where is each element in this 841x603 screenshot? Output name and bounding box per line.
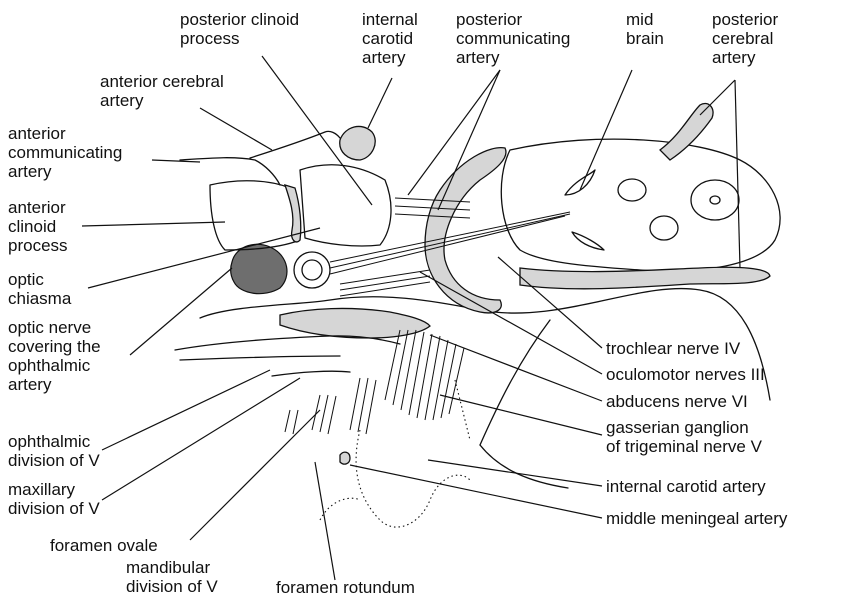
label-line: artery — [456, 48, 570, 67]
label-line: anterior cerebral — [100, 72, 224, 91]
label-ophthalmic-division: ophthalmic division of V — [8, 432, 100, 470]
internal-carotid-top — [340, 126, 375, 160]
label-line: communicating — [456, 29, 570, 48]
leader-mid-brain — [580, 70, 632, 190]
leader-abducens — [430, 335, 602, 401]
mid-brain-inner-1 — [565, 170, 595, 195]
label-maxillary-division: maxillary division of V — [8, 480, 100, 518]
label-internal-carotid-artery-right: internal carotid artery — [606, 477, 766, 496]
label-foramen-rotundum: foramen rotundum — [276, 578, 415, 597]
maxillary-nerve — [180, 356, 340, 360]
leader-optic-nerve — [130, 268, 232, 355]
fossa-floor — [480, 445, 568, 488]
label-line: anterior — [8, 198, 68, 217]
ophthalmic-nerve — [175, 336, 400, 350]
leader-internal-carotid-top — [368, 78, 392, 128]
label-mandibular-division: mandibular division of V — [126, 558, 218, 596]
nerve-bundle-lower — [340, 270, 430, 296]
leader-foramen-ovale — [190, 410, 320, 540]
label-posterior-communicating-artery: posterior communicating artery — [456, 10, 570, 67]
posterior-communicating-curve — [425, 148, 506, 313]
label-line: artery — [100, 91, 224, 110]
label-line: mid — [626, 10, 664, 29]
label-line: division of V — [8, 499, 100, 518]
label-anterior-communicating-artery: anterior communicating artery — [8, 124, 122, 181]
label-trochlear-nerve: trochlear nerve IV — [606, 339, 740, 358]
carotid-loop-outer — [294, 252, 330, 288]
label-abducens-nerve: abducens nerve VI — [606, 392, 748, 411]
label-line: process — [180, 29, 299, 48]
leader-maxillary — [102, 378, 300, 500]
dotted-outline-3 — [455, 380, 470, 440]
label-line: optic — [8, 270, 71, 289]
label-optic-nerve: optic nerve covering the ophthalmic arte… — [8, 318, 101, 394]
label-optic-chiasma: optic chiasma — [8, 270, 71, 308]
label-line: mandibular — [126, 558, 218, 577]
label-line: artery — [712, 48, 778, 67]
label-anterior-clinoid-process: anterior clinoid process — [8, 198, 68, 255]
mid-brain-inner-3 — [691, 180, 739, 220]
label-line: cerebral — [712, 29, 778, 48]
dotted-outline-2 — [320, 498, 360, 520]
label-line: division of V — [126, 577, 218, 596]
label-posterior-cerebral-artery: posterior cerebral artery — [712, 10, 778, 67]
label-oculomotor-nerves: oculomotor nerves III — [606, 365, 765, 384]
leader-internal-carotid-right — [428, 460, 602, 486]
label-gasserian-ganglion: gasserian ganglion of trigeminal nerve V — [606, 418, 762, 456]
label-internal-carotid-artery-top: internal carotid artery — [362, 10, 418, 67]
leader-anterior-clinoid — [82, 222, 225, 226]
label-line: chiasma — [8, 289, 71, 308]
label-line: posterior — [712, 10, 778, 29]
label-middle-meningeal-artery: middle meningeal artery — [606, 509, 787, 528]
label-line: communicating — [8, 143, 122, 162]
leader-middle-meningeal — [350, 465, 602, 518]
mandibular-nerve — [272, 371, 350, 376]
label-line: process — [8, 236, 68, 255]
label-line: maxillary — [8, 480, 100, 499]
leader-foramen-rotundum — [315, 462, 335, 580]
carotid-loop-inner — [302, 260, 322, 280]
posterior-clinoid-shape — [300, 165, 391, 246]
mid-brain-inner-6 — [572, 232, 604, 250]
label-line: internal — [362, 10, 418, 29]
label-line: artery — [8, 162, 122, 181]
label-anterior-cerebral-artery: anterior cerebral artery — [100, 72, 224, 110]
label-line: posterior — [456, 10, 570, 29]
mid-brain-inner-2 — [618, 179, 646, 201]
leader-anterior-communicating — [152, 160, 200, 162]
leader-posterior-cerebral-b — [735, 80, 740, 268]
label-line: optic nerve — [8, 318, 101, 337]
label-line: artery — [362, 48, 418, 67]
leader-anterior-cerebral — [200, 108, 272, 150]
leader-posterior-cerebral-a — [700, 80, 735, 115]
foramen-rotundum-vessel — [340, 452, 350, 464]
label-line: anterior — [8, 124, 122, 143]
label-line: clinoid — [8, 217, 68, 236]
label-posterior-clinoid-process: posterior clinoid process — [180, 10, 299, 48]
mid-brain-inner-5 — [650, 216, 678, 240]
label-line: gasserian ganglion — [606, 418, 762, 437]
posterior-cerebral-artery-shape — [660, 103, 713, 160]
label-line: ophthalmic — [8, 356, 101, 375]
nerve-bundle-upper — [330, 198, 570, 274]
label-line: of trigeminal nerve V — [606, 437, 762, 456]
label-mid-brain: mid brain — [626, 10, 664, 48]
label-line: brain — [626, 29, 664, 48]
label-foramen-ovale: foramen ovale — [50, 536, 158, 555]
leader-ophthalmic — [102, 370, 270, 450]
optic-chiasma-shape — [231, 244, 287, 293]
label-line: posterior clinoid — [180, 10, 299, 29]
label-line: covering the — [8, 337, 101, 356]
posterior-cerebral-artery-lower — [520, 267, 770, 289]
label-line: artery — [8, 375, 101, 394]
label-line: carotid — [362, 29, 418, 48]
label-line: division of V — [8, 451, 100, 470]
label-line: ophthalmic — [8, 432, 100, 451]
mid-brain-inner-4 — [710, 196, 720, 204]
